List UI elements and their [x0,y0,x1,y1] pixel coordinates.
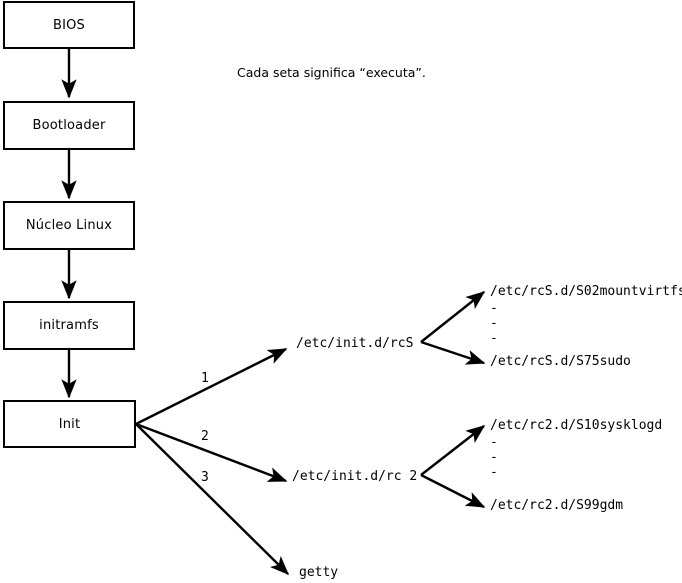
branch-number-3: 3 [201,470,209,485]
arrow-rcs-to-last-script [420,340,486,365]
branch-number-2: 2 [201,429,209,444]
node-bios-label: BIOS [52,17,86,33]
node-kernel[interactable]: Núcleo Linux [3,201,135,250]
node-kernel-label: Núcleo Linux [25,218,113,233]
node-init[interactable]: Init [3,400,136,448]
node-getty[interactable]: getty [299,565,339,580]
script-rcs-ellipsis-2: - [490,316,498,331]
script-rcs-ellipsis-1: - [490,301,498,316]
arrow-rc2-to-first-script [420,425,486,476]
node-bootloader-label: Bootloader [32,118,106,133]
arrow-init-to-rc2 [135,422,288,483]
arrow-init-to-rcs [135,347,288,426]
script-rcs-first: /etc/rcS.d/S02mountvirtfs [490,284,682,299]
branch-number-1: 1 [201,371,209,386]
node-init-label: Init [58,416,81,432]
script-rcs-ellipsis-3: - [490,331,498,346]
legend-note: Cada seta significa “executa”. [237,65,426,80]
script-rc2-last: /etc/rc2.d/S99gdm [490,498,624,513]
node-init-d-rcs[interactable]: /etc/init.d/rcS [296,336,414,351]
node-initramfs[interactable]: initramfs [3,301,135,350]
node-initramfs-label: initramfs [39,318,99,333]
script-rcs-last: /etc/rcS.d/S75sudo [490,354,631,369]
node-init-d-rc2[interactable]: /etc/init.d/rc 2 [292,469,418,484]
node-bios[interactable]: BIOS [3,1,135,49]
script-rc2-first: /etc/rc2.d/S10sysklogd [490,418,663,433]
script-rc2-ellipsis-1: - [490,435,498,450]
arrow-init-to-getty [135,423,290,576]
script-rc2-ellipsis-2: - [490,450,498,465]
node-bootloader[interactable]: Bootloader [3,101,135,150]
arrow-rc2-to-last-script [420,473,486,509]
arrow-rcs-to-first-script [420,291,486,343]
script-rc2-ellipsis-3: - [490,465,498,480]
